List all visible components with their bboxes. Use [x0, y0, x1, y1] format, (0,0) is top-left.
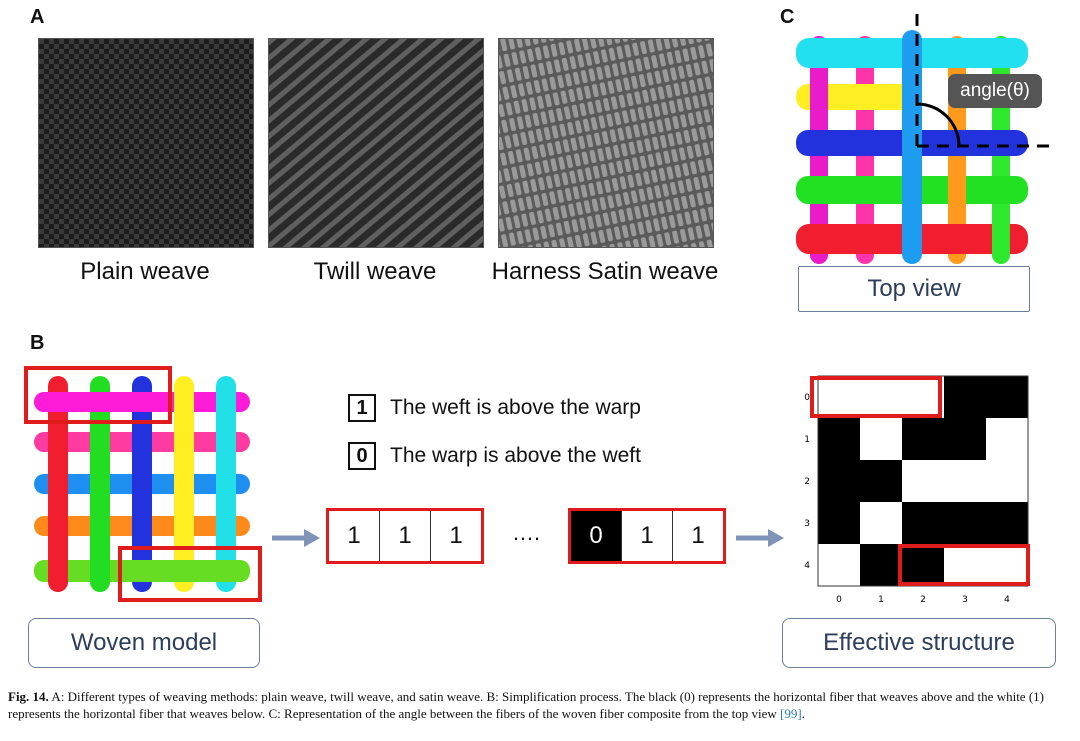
- twill-weave-pattern: [269, 39, 483, 247]
- figure-label: Fig. 14.: [8, 689, 49, 704]
- y-tick-label: 1: [804, 435, 810, 445]
- twill-weave-label: Twill weave: [313, 258, 437, 285]
- legend-text-1: The weft is above the warp: [390, 396, 641, 419]
- matrix-cell: [944, 502, 986, 544]
- matrix-cell: [902, 502, 944, 544]
- matrix-cell: [986, 376, 1028, 418]
- matrix-cell: [902, 418, 944, 460]
- warp-overlap-2: [948, 168, 966, 208]
- matrix-cell: [860, 376, 902, 418]
- y-tick-label: 0: [804, 393, 810, 403]
- matrix-cell: [818, 460, 860, 502]
- warp-overlap-1: [810, 78, 828, 124]
- matrix-cell: [944, 418, 986, 460]
- weft-magenta-top: [34, 392, 174, 412]
- reference-link[interactable]: [99]: [780, 706, 802, 721]
- matrix-highlight-box: [810, 376, 942, 418]
- twill-weave-image: [268, 38, 484, 248]
- weft-green-top: [118, 560, 250, 582]
- panel-c-letter: C: [780, 6, 795, 28]
- matrix-cell: [944, 376, 986, 418]
- arrow-right-icon: [736, 529, 784, 547]
- caption-text: A: Different types of weaving methods: p…: [8, 689, 1044, 721]
- figure-caption: Fig. 14. A: Different types of weaving m…: [8, 688, 1074, 722]
- matrix-cell: [944, 544, 986, 586]
- satin-weave-pattern: [499, 39, 713, 247]
- sequence-cell: 1: [449, 522, 463, 549]
- warp-blue: [132, 376, 152, 592]
- sequence-cell: 1: [691, 522, 705, 549]
- panel-b-letter: B: [30, 332, 45, 354]
- arrow-right-icon: [272, 529, 320, 547]
- warp-cyan: [216, 376, 236, 592]
- matrix-highlight-box: [898, 544, 1030, 586]
- legend-text-0: The warp is above the weft: [390, 444, 641, 467]
- plain-weave-pattern: [39, 39, 253, 247]
- highlight-box-bottom: [118, 546, 262, 602]
- top-view-fiber-diagram: [796, 14, 1056, 264]
- x-tick-label: 3: [962, 595, 968, 605]
- caption-end: .: [801, 706, 805, 721]
- matrix-cell: [986, 418, 1028, 460]
- angle-label: angle(θ): [948, 74, 1042, 108]
- legend-item-1: 1 The weft is above the warp: [348, 394, 641, 422]
- warp-green: [90, 376, 110, 592]
- angle-arc: [916, 102, 961, 147]
- sequence-cell: 1: [329, 511, 380, 561]
- woven-model-label: Woven model: [28, 618, 260, 668]
- matrix-cell: [902, 544, 944, 586]
- legend-key-0: 0: [348, 442, 376, 470]
- effective-structure-label: Effective structure: [782, 618, 1056, 668]
- y-tick-label: 2: [804, 477, 810, 487]
- top-view-label: Top view: [798, 266, 1030, 312]
- highlight-box-top: [24, 366, 172, 424]
- matrix-cell: [986, 544, 1028, 586]
- matrix-cell: [986, 460, 1028, 502]
- plain-weave-label: Plain weave: [80, 258, 210, 285]
- warp-fiber-blue: [902, 30, 922, 264]
- warp-yellow: [174, 376, 194, 592]
- matrix-cell: [818, 376, 860, 418]
- woven-model-diagram: [24, 366, 262, 602]
- sequence-cell: 1: [380, 511, 431, 561]
- sequence-cell-black: 0: [571, 511, 622, 561]
- matrix-cell: [818, 418, 860, 460]
- matrix-cell: [986, 502, 1028, 544]
- matrix-cell: [860, 418, 902, 460]
- satin-weave-image: [498, 38, 714, 248]
- x-tick-label: 2: [920, 595, 926, 605]
- matrix-cell: [860, 502, 902, 544]
- matrix-cell: [818, 502, 860, 544]
- x-tick-label: 1: [878, 595, 884, 605]
- ellipsis: ….: [512, 520, 541, 545]
- matrix-cell: [902, 376, 944, 418]
- effective-structure-matrix: 0 1 2 3 4 0 1 2 3 4: [804, 375, 1030, 605]
- sequence-left: 1 1 1: [326, 508, 484, 564]
- legend-item-0: 0 The warp is above the weft: [348, 442, 641, 470]
- matrix-cell: [860, 544, 902, 586]
- matrix-cell: [944, 460, 986, 502]
- plain-weave-image: [38, 38, 254, 248]
- x-tick-label: 4: [1004, 595, 1010, 605]
- warp-overlap-3: [992, 218, 1010, 258]
- sequence-right: 0 1 1: [568, 508, 726, 564]
- satin-weave-label: Harness Satin weave: [491, 258, 719, 285]
- warp-red: [48, 376, 68, 592]
- x-tick-label: 0: [836, 595, 842, 605]
- y-tick-label: 4: [804, 561, 810, 571]
- matrix-cell: [860, 460, 902, 502]
- legend-key-1: 1: [348, 394, 376, 422]
- panel-a-letter: A: [30, 6, 45, 28]
- y-tick-label: 3: [804, 519, 810, 529]
- matrix-cell: [902, 460, 944, 502]
- sequence-cell: 1: [622, 511, 673, 561]
- matrix-cell: [818, 544, 860, 586]
